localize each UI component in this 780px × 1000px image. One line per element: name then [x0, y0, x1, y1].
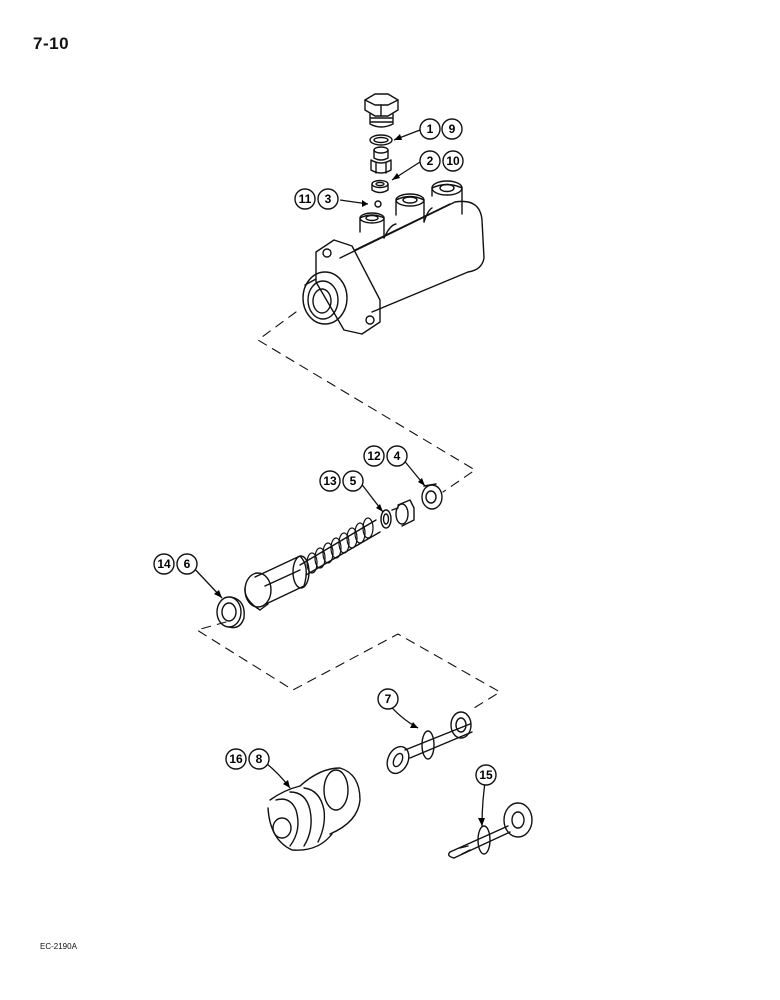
- washer-part: [369, 134, 393, 146]
- callout-circle-3: [317, 188, 339, 210]
- plug-part: [364, 93, 399, 128]
- callout-circle-8: [248, 748, 270, 770]
- piston-spring-assembly: [244, 517, 381, 611]
- callout-circle-14: [153, 553, 175, 575]
- callout-circle-16: [225, 748, 247, 770]
- callout-number-11: 11: [299, 192, 312, 206]
- seat-part: [371, 179, 389, 194]
- callout-circle-13: [319, 470, 341, 492]
- callout-circle-7: [377, 688, 399, 710]
- callout-circle-11: [294, 188, 316, 210]
- callout-number-8: 8: [256, 752, 263, 766]
- callout-number-1: 1: [427, 122, 434, 136]
- callout-number-15: 15: [479, 768, 493, 782]
- callout-number-2: 2: [427, 154, 434, 168]
- fitting-part: [370, 146, 392, 174]
- callout-circle-15: [475, 764, 497, 786]
- upper-guide-line: [257, 311, 476, 493]
- page-number: 7-10: [33, 34, 70, 53]
- callout-number-14: 14: [157, 557, 171, 571]
- pushrod-part: [386, 711, 473, 775]
- ball-part: [374, 200, 382, 208]
- lower-guide-line: [196, 621, 501, 709]
- callout-circle-2: [419, 150, 441, 172]
- figure-code: EC-2190A: [40, 942, 77, 951]
- seal-ring-part: [380, 509, 392, 529]
- callout-number-10: 10: [446, 154, 460, 168]
- callout-number-7: 7: [385, 692, 392, 706]
- callout-circle-10: [442, 150, 464, 172]
- callout-number-16: 16: [229, 752, 243, 766]
- callout-circle-6: [176, 553, 198, 575]
- callout-number-5: 5: [350, 474, 357, 488]
- valve-stem-part: [391, 499, 415, 527]
- callout-number-13: 13: [323, 474, 337, 488]
- master-cylinder-body: [302, 180, 485, 335]
- callout-circle-9: [441, 118, 463, 140]
- callout-number-3: 3: [325, 192, 332, 206]
- callout-number-6: 6: [184, 557, 191, 571]
- dust-boot-part: [267, 767, 361, 851]
- callout-circle-12: [363, 445, 385, 467]
- callout-circle-4: [386, 445, 408, 467]
- callout-circle-1: [419, 118, 441, 140]
- pin-part: [447, 802, 533, 859]
- callout-number-12: 12: [367, 449, 381, 463]
- cap-part: [421, 483, 443, 510]
- callout-circle-5: [342, 470, 364, 492]
- cup-seal-part: [216, 596, 245, 629]
- callout-number-4: 4: [394, 449, 401, 463]
- callout-number-9: 9: [449, 122, 456, 136]
